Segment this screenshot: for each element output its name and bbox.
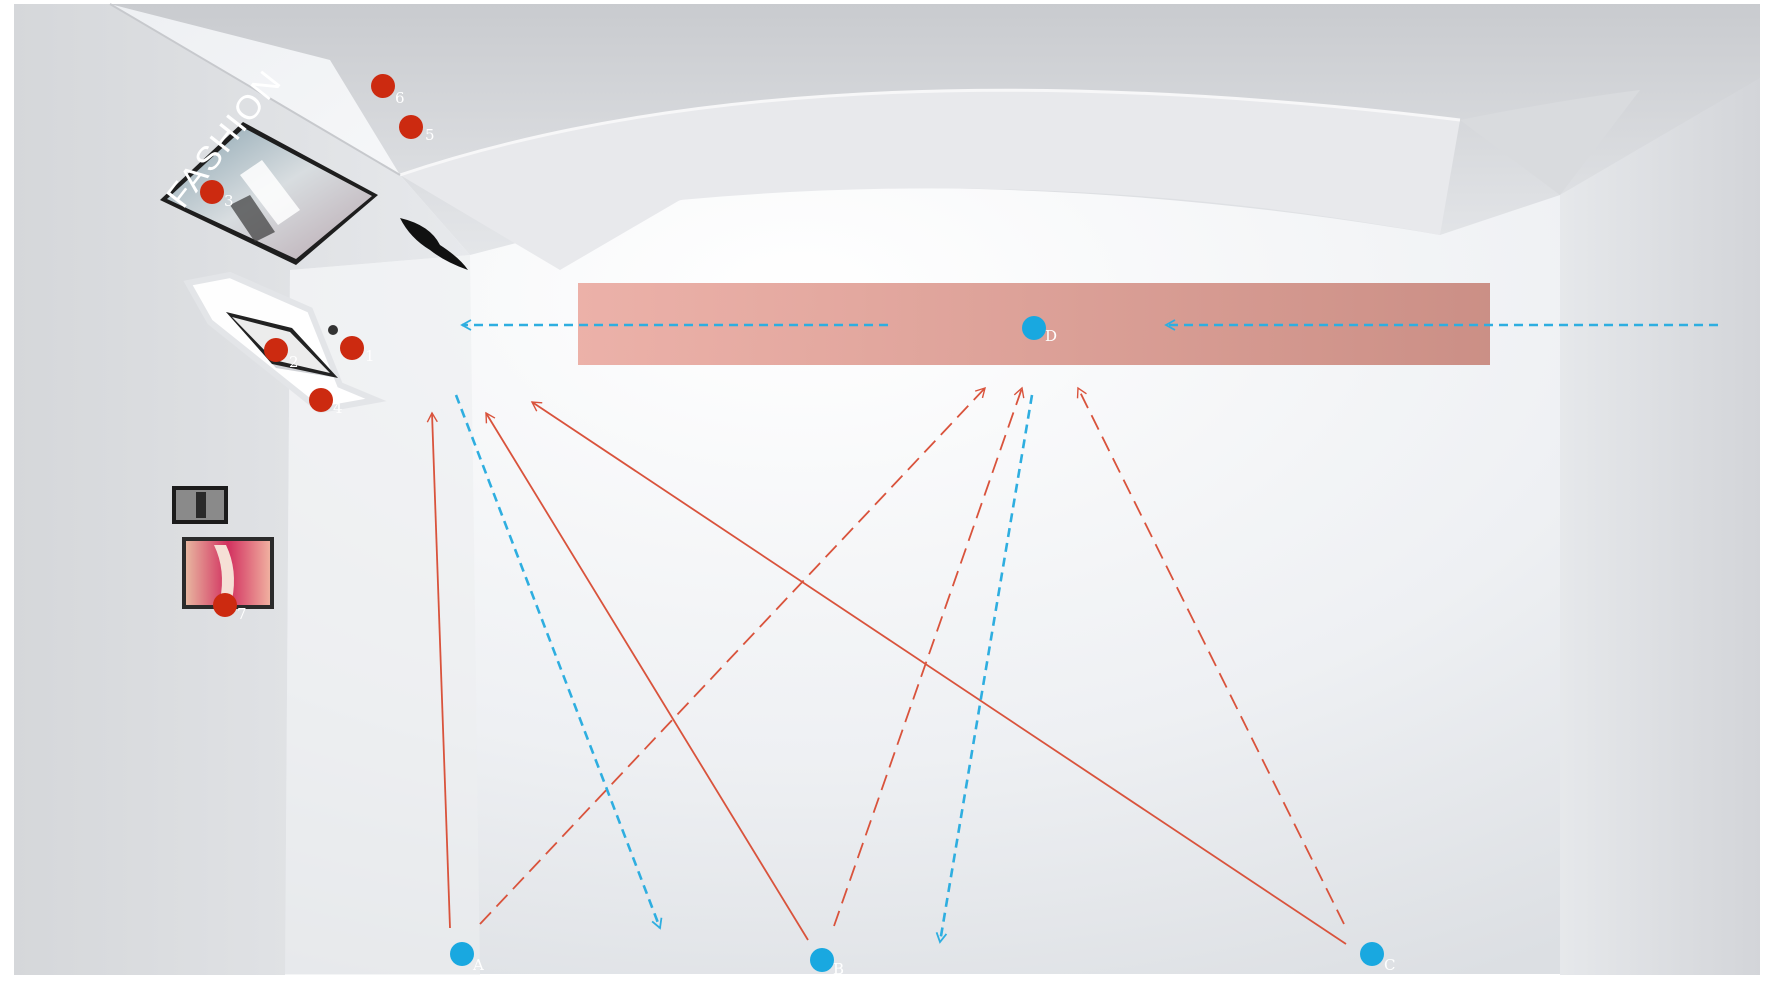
hotspot-4-label: 4 <box>333 399 343 417</box>
viewpoint-c[interactable]: C <box>1360 942 1395 974</box>
arrow-a-up <box>426 411 451 929</box>
arrow-down-center <box>935 394 1034 944</box>
small-device <box>328 325 338 335</box>
viewpoint-a[interactable]: A <box>450 942 484 974</box>
hotspot-6[interactable]: 6 <box>371 74 405 107</box>
hotspot-7-label: 7 <box>237 605 247 623</box>
hotspot-7[interactable]: 7 <box>213 593 247 623</box>
hotspot-2-label: 2 <box>289 353 299 371</box>
viewpoint-a-label: A <box>472 956 484 974</box>
arrow-c-dashed <box>1076 386 1345 925</box>
arrow-c-up <box>530 401 1347 945</box>
viewpoint-b[interactable]: B <box>810 948 844 978</box>
hotspot-6-label: 6 <box>395 89 405 107</box>
viewpoint-d-label: D <box>1045 327 1057 345</box>
hotspot-5-label: 5 <box>425 126 435 144</box>
small-photo-frame <box>172 486 228 524</box>
blue-arrows <box>454 319 1718 944</box>
wall-sculpture <box>400 218 468 270</box>
arrow-a-dashed <box>479 386 986 925</box>
hotspot-1-label: 1 <box>365 347 375 365</box>
hotspot-1[interactable]: 1 <box>340 336 375 365</box>
fashion-poster: FASHION <box>159 63 378 265</box>
hotspot-4[interactable]: 4 <box>309 388 343 417</box>
viewpoint-b-label: B <box>833 960 844 978</box>
viewpoint-markers: A B C D <box>450 316 1395 978</box>
hotspot-markers: 1 2 3 4 5 6 7 <box>200 74 435 623</box>
red-arrows <box>426 386 1347 945</box>
hotspot-5[interactable]: 5 <box>399 115 435 144</box>
viewpoint-c-label: C <box>1384 956 1395 974</box>
hotspot-3[interactable]: 3 <box>200 180 234 210</box>
viewpoint-d[interactable]: D <box>1022 316 1057 345</box>
arrow-b-up <box>485 411 809 941</box>
hotspot-3-label: 3 <box>224 192 234 210</box>
arrow-down-left <box>454 394 663 930</box>
hotspot-2[interactable]: 2 <box>264 338 299 371</box>
